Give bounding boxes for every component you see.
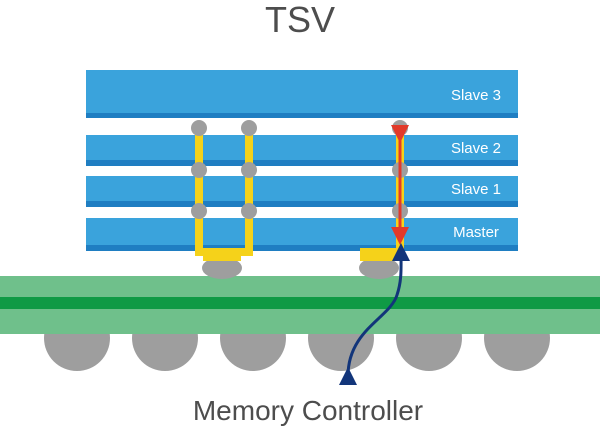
controller-path-arrow-icon <box>338 243 411 386</box>
package-substrate <box>0 276 600 334</box>
memory-controller-label: Memory Controller <box>193 395 423 426</box>
die-slave-3 <box>86 70 518 118</box>
die-label-slave-1: Slave 1 <box>451 181 501 198</box>
tsv-pad <box>241 162 257 178</box>
substrate-stripe <box>0 297 600 309</box>
die-label-slave-3: Slave 3 <box>451 87 501 104</box>
die-slave-2 <box>86 135 518 166</box>
die-label-slave-2: Slave 2 <box>451 140 501 157</box>
tsv-via-icon <box>245 127 253 253</box>
tsv-pad <box>191 162 207 178</box>
tsv-pad <box>191 120 207 136</box>
tsv-pad <box>241 120 257 136</box>
die-slave-1 <box>86 176 518 207</box>
micro-bumps <box>202 253 399 279</box>
tsv-pad <box>191 203 207 219</box>
die-stack <box>86 70 518 251</box>
tsv-pad <box>392 120 408 136</box>
die-master <box>86 218 518 251</box>
tsv-pad <box>241 203 257 219</box>
die-label-master: Master <box>453 224 499 241</box>
tsv-via-icon <box>195 127 203 253</box>
diagram-title: TSV <box>265 0 335 40</box>
micro-bump-icon <box>202 257 242 279</box>
